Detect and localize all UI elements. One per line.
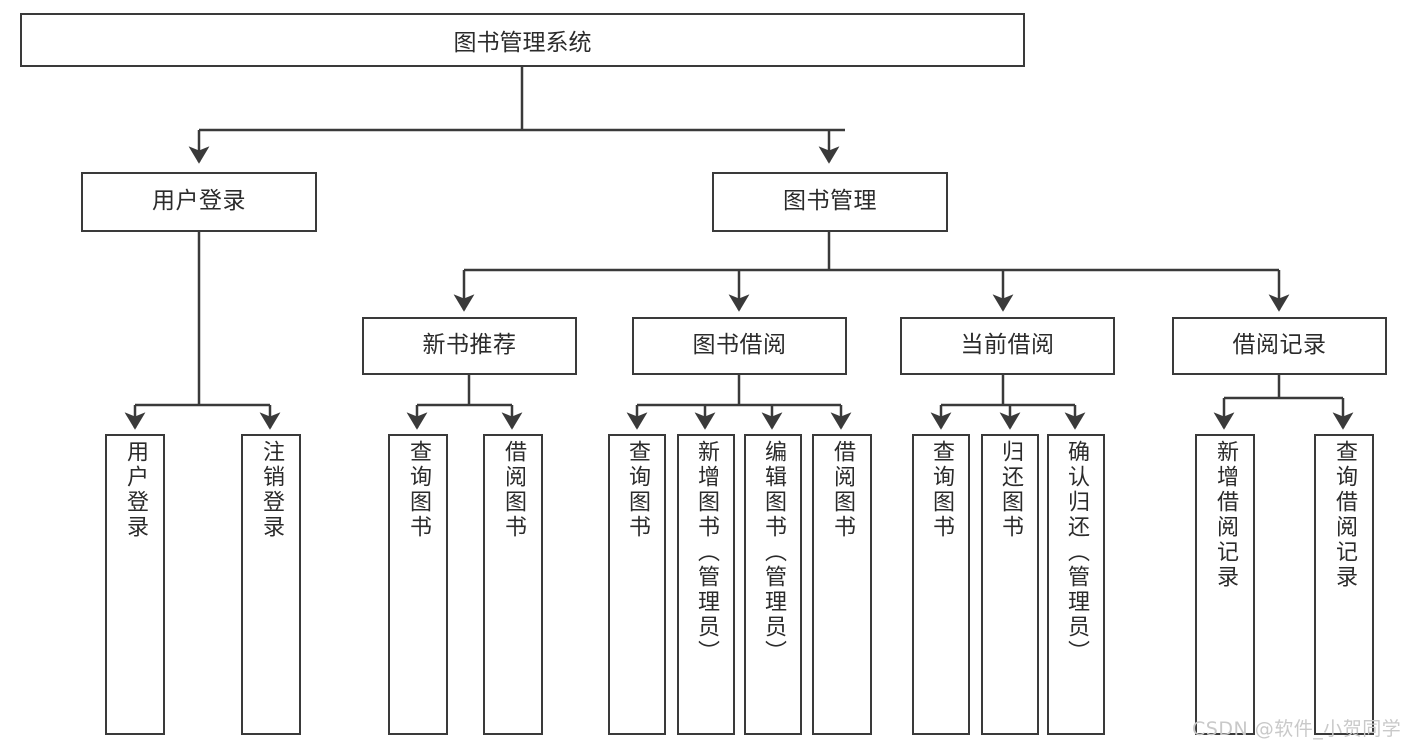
leaf-query-book-borrow[interactable]: 查询图书 <box>608 434 666 735</box>
leaf-label: 新增借阅记录 <box>1213 440 1238 590</box>
node-new-book-recommend[interactable]: 新书推荐 <box>362 317 577 375</box>
node-label: 图书借阅 <box>692 332 787 359</box>
leaf-user-login[interactable]: 用户登录 <box>105 434 165 735</box>
node-label: 当前借阅 <box>960 332 1055 359</box>
leaf-label: 查询借阅记录 <box>1332 440 1357 590</box>
node-book-management[interactable]: 图书管理 <box>712 172 948 232</box>
node-label: 用户登录 <box>152 188 246 215</box>
watermark: CSDN @软件_小贺同学 <box>1192 718 1402 740</box>
node-root-system[interactable]: 图书管理系统 <box>20 13 1025 67</box>
node-label: 图书管理系统 <box>453 30 592 56</box>
leaf-label: 用户登录 <box>123 440 148 540</box>
leaf-label: 新增图书（管理员） <box>694 440 719 665</box>
leaf-label: 归还图书 <box>998 440 1023 540</box>
leaf-add-book-admin[interactable]: 新增图书（管理员） <box>677 434 735 735</box>
node-label: 图书管理 <box>783 188 877 215</box>
leaf-label: 查询图书 <box>929 440 954 540</box>
leaf-borrow-book-recommend[interactable]: 借阅图书 <box>483 434 543 735</box>
node-borrow-record[interactable]: 借阅记录 <box>1172 317 1387 375</box>
node-book-borrow[interactable]: 图书借阅 <box>632 317 847 375</box>
leaf-label: 查询图书 <box>625 440 650 540</box>
leaf-edit-book-admin[interactable]: 编辑图书（管理员） <box>744 434 802 735</box>
node-current-borrow[interactable]: 当前借阅 <box>900 317 1115 375</box>
node-label: 新书推荐 <box>422 332 517 359</box>
leaf-label: 借阅图书 <box>501 440 526 540</box>
leaf-label: 借阅图书 <box>830 440 855 540</box>
leaf-query-book-recommend[interactable]: 查询图书 <box>388 434 448 735</box>
leaf-borrow-book[interactable]: 借阅图书 <box>812 434 872 735</box>
leaf-logout[interactable]: 注销登录 <box>241 434 301 735</box>
leaf-label: 注销登录 <box>259 440 284 540</box>
leaf-label: 查询图书 <box>406 440 431 540</box>
leaf-query-borrow-record[interactable]: 查询借阅记录 <box>1314 434 1374 735</box>
leaf-return-book[interactable]: 归还图书 <box>981 434 1039 735</box>
node-user-login[interactable]: 用户登录 <box>81 172 317 232</box>
leaf-label: 确认归还（管理员） <box>1064 440 1089 665</box>
leaf-query-book-current[interactable]: 查询图书 <box>912 434 970 735</box>
leaf-confirm-return-admin[interactable]: 确认归还（管理员） <box>1047 434 1105 735</box>
node-label: 借阅记录 <box>1232 332 1327 359</box>
leaf-label: 编辑图书（管理员） <box>761 440 786 665</box>
leaf-add-borrow-record[interactable]: 新增借阅记录 <box>1195 434 1255 735</box>
